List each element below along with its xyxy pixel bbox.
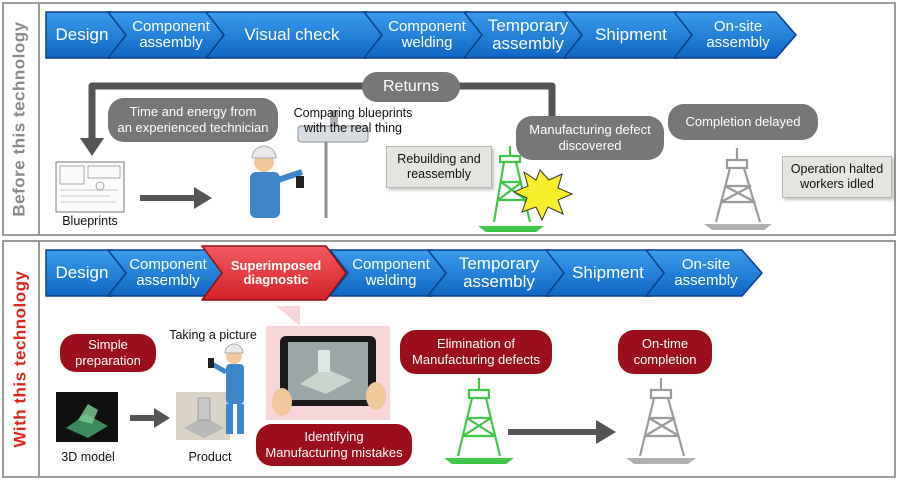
after-chevrons: [45, 245, 763, 301]
technician-figure: [250, 110, 369, 218]
before-arrow-to-technician: [140, 187, 212, 209]
before-divider: [38, 4, 40, 234]
ontime-tower-gray: [638, 378, 686, 457]
delayed-tower-base: [704, 224, 772, 230]
elimination-bubble: Elimination of Manufacturing defects: [400, 330, 552, 374]
after-step-superimposed-diagnostic: Superimposed diagnostic: [230, 257, 322, 287]
ontime-tower-green: [456, 378, 502, 457]
after-step-superimposed-diagnostic-shape: [201, 245, 347, 301]
after-arrow-to-completion: [508, 420, 616, 444]
rebuild-note: Rebuilding and reassembly: [386, 146, 492, 188]
completion-delayed-bubble: Completion delayed: [668, 104, 818, 140]
technician-bubble: Time and energy from an experienced tech…: [108, 98, 278, 142]
identifying-mistakes-bubble: Identifying Manufacturing mistakes: [256, 424, 412, 466]
blueprints-image: [55, 161, 125, 213]
photographer-figure: [208, 343, 244, 434]
defect-burst-icon: [512, 169, 574, 222]
product-image: [176, 392, 230, 440]
after-arrow-to-product: [130, 408, 170, 428]
model-label: 3D model: [61, 450, 115, 464]
before-step-onsite-assembly-shape: [673, 11, 797, 59]
defect-tower-green: [492, 146, 532, 223]
before-step-shipment: Shipment: [595, 24, 667, 44]
comparing-label: Comparing blueprints with the real thing: [293, 106, 413, 135]
returns-loop-arrow: [88, 82, 556, 142]
delayed-tower-gray: [714, 148, 762, 223]
ontime-tower-gray-base: [626, 458, 696, 464]
halted-note: Operation halted workers idled: [782, 156, 892, 198]
tablet-callout: [266, 306, 390, 420]
after-step-component-assembly: Component assembly: [129, 255, 207, 289]
defect-tower-base: [478, 226, 544, 232]
after-step-component-welding: Component welding: [352, 255, 430, 289]
before-step-component-assembly: Component assembly: [132, 17, 210, 51]
ontime-tower-green-base: [444, 458, 514, 464]
before-step-onsite-assembly: On-site assembly: [706, 17, 770, 51]
returns-arrowhead: [80, 138, 104, 156]
blueprints-label: Blueprints: [62, 214, 118, 228]
defect-bubble: Manufacturing defect discovered: [516, 116, 664, 160]
ontime-completion-bubble: On-time completion: [618, 330, 712, 374]
taking-picture-label: Taking a picture: [169, 328, 257, 342]
before-chevrons: [45, 11, 797, 59]
before-step-visual-check: Visual check: [244, 24, 340, 44]
product-label: Product: [188, 450, 232, 464]
before-step-temporary-assembly: Temporary assembly: [487, 15, 569, 53]
before-step-component-welding: Component welding: [388, 17, 466, 51]
before-step-design: Design: [55, 24, 109, 44]
returns-bubble: Returns: [362, 72, 460, 102]
after-step-temporary-assembly: Temporary assembly: [458, 253, 540, 291]
after-step-design: Design: [55, 262, 109, 282]
simple-preparation-bubble: Simple preparation: [60, 334, 156, 372]
model-3d-image: [56, 392, 118, 442]
after-divider: [38, 242, 40, 476]
after-step-onsite-assembly: On-site assembly: [674, 255, 738, 289]
after-step-onsite-assembly-shape: [645, 249, 763, 297]
after-step-shipment: Shipment: [572, 262, 644, 282]
